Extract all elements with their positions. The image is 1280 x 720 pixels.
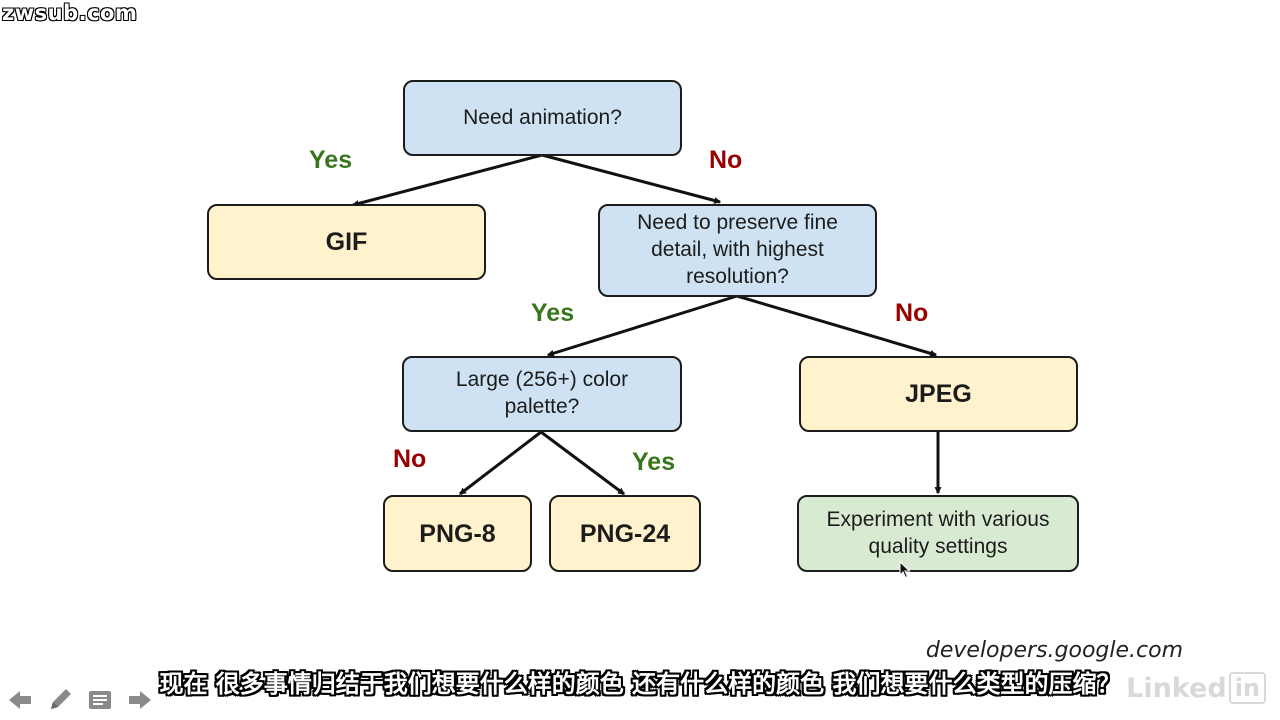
node-png24: PNG-24 (549, 495, 701, 572)
label-detail-yes: Yes (531, 299, 575, 327)
label-detail-no: No (895, 299, 929, 327)
node-png8: PNG-8 (383, 495, 532, 572)
mouse-cursor (899, 561, 911, 579)
node-need-animation: Need animation? (403, 80, 682, 156)
node-gif: GIF (207, 204, 486, 280)
label-animation-no: No (709, 146, 743, 174)
brand-text: Linked (1126, 672, 1227, 704)
node-jpeg: JPEG (799, 356, 1078, 432)
node-experiment: Experiment with various quality settings (797, 495, 1079, 572)
watermark: zwsub.com (2, 1, 138, 25)
node-large-palette: Large (256+) color palette? (402, 356, 682, 432)
label-animation-yes: Yes (309, 146, 353, 174)
notes-icon[interactable] (86, 686, 114, 714)
pen-icon[interactable] (46, 686, 74, 714)
label-palette-yes: Yes (632, 448, 676, 476)
edge-palette-to-png24 (540, 430, 625, 496)
node-preserve-detail: Need to preserve fine detail, with highe… (598, 204, 877, 297)
prev-slide-icon[interactable] (6, 686, 34, 714)
edge-detail-to-jpeg (736, 294, 938, 357)
source-credit: developers.google.com (925, 638, 1183, 663)
brand-badge: in (1228, 672, 1266, 704)
edge-palette-to-png8 (459, 430, 542, 496)
next-slide-icon[interactable] (126, 686, 154, 714)
edge-animation-to-detail (541, 153, 722, 204)
subtitle-caption: 现在 很多事情归结于我们想要什么样的颜色 还有什么样的颜色 我们想要什么类型的压… (159, 670, 1121, 698)
label-palette-no: No (393, 445, 427, 473)
edge-animation-to-gif (351, 153, 543, 207)
edge-detail-to-palette (546, 294, 738, 357)
linkedin-logo: Linked in (1126, 672, 1266, 704)
